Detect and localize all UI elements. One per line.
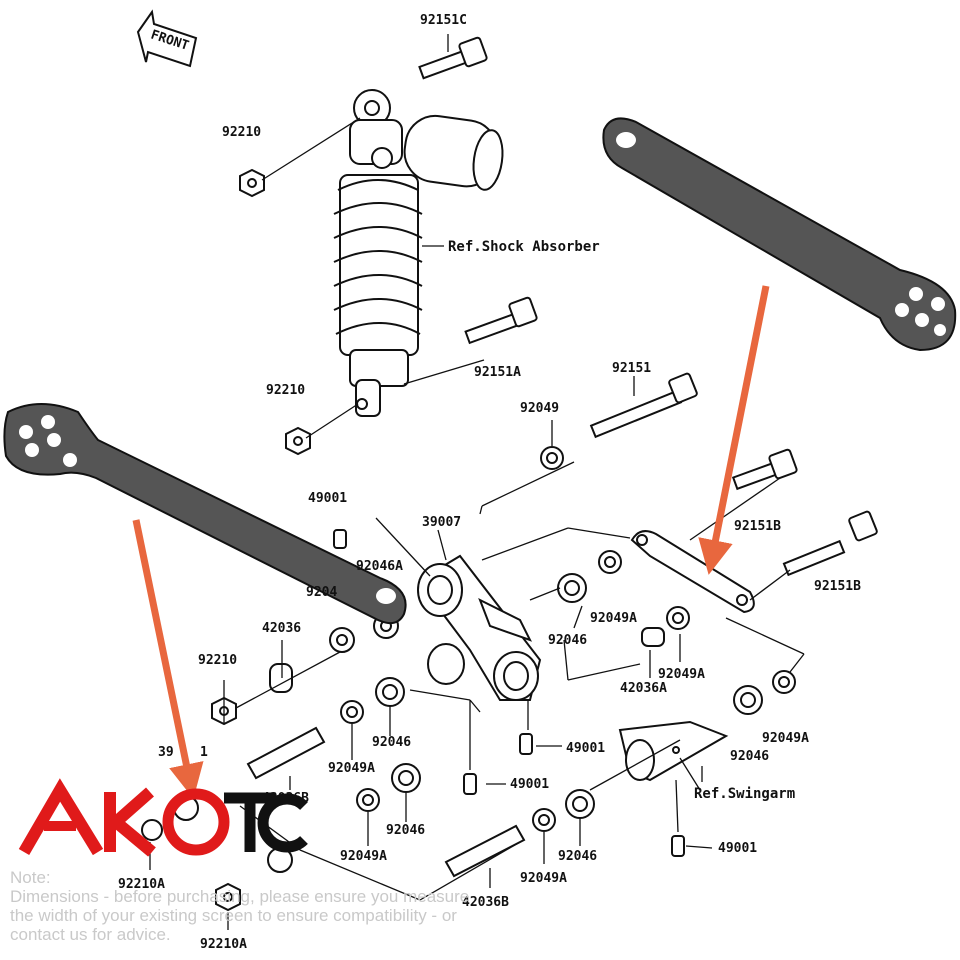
bolt-92151B-lower xyxy=(782,510,878,577)
label-39007: 39007 xyxy=(422,515,461,530)
label-92210-mid: 92210 xyxy=(266,383,305,398)
label-92046-2: 92046 xyxy=(372,735,411,750)
shock-absorber xyxy=(333,89,504,417)
label-92210A-b: 92210A xyxy=(200,937,247,952)
front-arrow-icon: FRONT xyxy=(136,9,198,68)
note-heading: Note: xyxy=(10,868,51,887)
label-39-partial: 39 xyxy=(158,745,174,760)
label-49001-center-2: 49001 xyxy=(510,777,549,792)
bolt-92151A xyxy=(464,296,538,345)
leader-lines xyxy=(149,34,805,930)
nut-92210A-lower xyxy=(215,882,241,912)
label-92151B-b: 92151B xyxy=(814,579,861,594)
note-line-2: the width of your existing screen to ens… xyxy=(10,906,457,925)
grease-nipples xyxy=(333,529,685,857)
label-92046-1: 92046 xyxy=(548,633,587,648)
label-92049A-6: 92049A xyxy=(762,731,809,746)
label-49001-right: 49001 xyxy=(718,841,757,856)
label-42036A: 42036A xyxy=(620,681,667,696)
note-line-1: Dimensions - before purchasing, please e… xyxy=(10,887,470,906)
label-42036: 42036 xyxy=(262,621,301,636)
nut-92210-mid xyxy=(285,426,311,456)
akoto-logo xyxy=(18,778,308,857)
bolt-92151B-upper xyxy=(731,448,798,491)
label-92210-left: 92210 xyxy=(198,653,237,668)
indicator-arrow-left xyxy=(132,519,204,799)
label-92046A-partial: 92046A xyxy=(356,559,403,574)
label-92046-4: 92046 xyxy=(558,849,597,864)
label-92151A: 92151A xyxy=(474,365,521,380)
swingarm xyxy=(618,720,729,782)
label-92049A-3: 92049A xyxy=(328,761,375,776)
label-9204-partial: 9204 xyxy=(306,585,337,600)
nut-92210-top xyxy=(239,168,265,198)
label-1-partial: 1 xyxy=(200,745,208,760)
label-42036B-b: 42036B xyxy=(462,895,509,910)
rocker-arm-39007 xyxy=(417,554,542,701)
label-92046-3: 92046 xyxy=(386,823,425,838)
bolt-92151C xyxy=(418,36,488,80)
label-92049A-5: 92049A xyxy=(520,871,567,886)
label-ref-shock-absorber: Ref.Shock Absorber xyxy=(448,239,600,255)
label-ref-swingarm: Ref.Swingarm xyxy=(694,786,795,802)
indicator-arrow-right xyxy=(698,285,770,575)
label-92046-5: 92046 xyxy=(730,749,769,764)
label-92049A-2: 92049A xyxy=(658,667,705,682)
label-92049-top: 92049 xyxy=(520,401,559,416)
note-line-3: contact us for advice. xyxy=(10,925,171,944)
label-92151C: 92151C xyxy=(420,13,467,28)
label-92151B-a: 92151B xyxy=(734,519,781,534)
label-92210A-a: 92210A xyxy=(118,877,165,892)
lowering-link-right xyxy=(602,117,957,352)
bearings xyxy=(141,446,796,878)
label-92049A-4: 92049A xyxy=(340,849,387,864)
link-dogbone xyxy=(630,530,755,614)
lowering-link-left xyxy=(3,403,407,625)
bolt-92151 xyxy=(589,372,698,439)
label-49001-left: 49001 xyxy=(308,491,347,506)
label-92210-top: 92210 xyxy=(222,125,261,140)
label-92151: 92151 xyxy=(612,361,651,376)
label-49001-center-1: 49001 xyxy=(566,741,605,756)
label-92049A-1: 92049A xyxy=(590,611,637,626)
